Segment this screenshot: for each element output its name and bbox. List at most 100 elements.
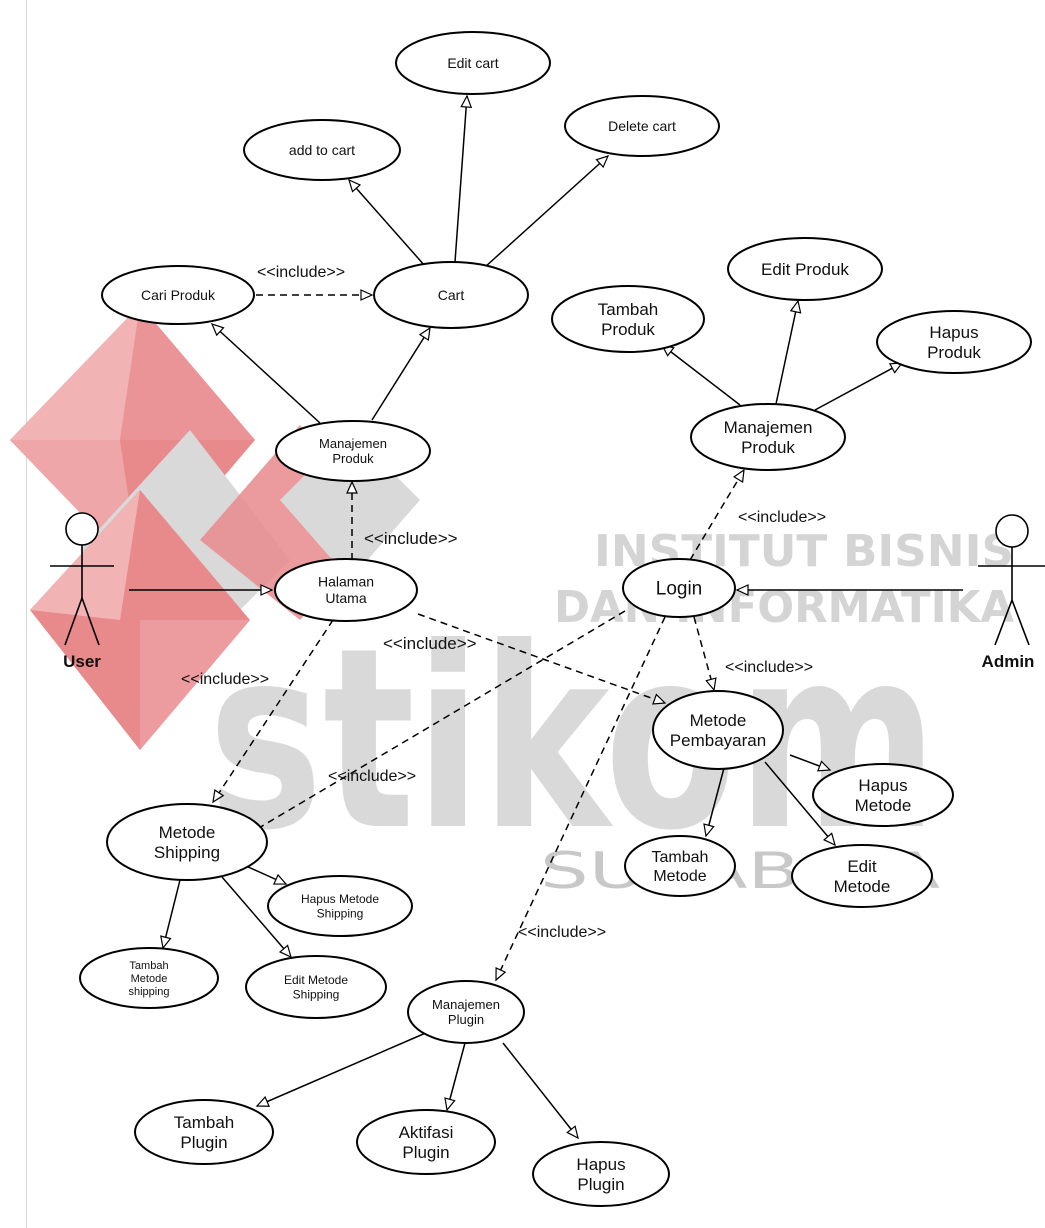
include-dependency: [417, 613, 667, 705]
actor-user-head-icon: [65, 512, 99, 546]
usecase-label: Edit cart: [447, 55, 498, 71]
usecase-label: Tambah: [174, 1113, 234, 1132]
association-line: [160, 879, 181, 950]
usecase-ellipse: [690, 403, 846, 471]
actor-admin-head-icon: [995, 514, 1029, 548]
usecase-ellipse: [532, 1141, 670, 1207]
include-label: <<include>>: [738, 509, 826, 526]
association-line: [814, 362, 904, 411]
usecase-label: Tambah: [652, 849, 709, 866]
association-line: [789, 754, 832, 772]
include-label: <<include>>: [328, 768, 416, 785]
usecase-ellipse: [356, 1109, 496, 1175]
usecase-ellipse: [101, 265, 255, 325]
usecase-label: Halaman: [318, 574, 374, 590]
usecase-ellipse: [564, 95, 720, 157]
usecase-ellipse: [812, 763, 954, 827]
usecase-label: Hapus Metode: [301, 892, 379, 906]
usecase-label: Pembayaran: [670, 731, 766, 750]
usecase-label: Metode: [159, 823, 216, 842]
include-labels: <<include>> <<include>> <<include>> <<inclu…: [181, 264, 826, 941]
association-line: [348, 178, 426, 267]
usecase-label: Metode: [131, 973, 168, 985]
usecase-label: Login: [656, 579, 703, 600]
association-line: [484, 155, 610, 268]
usecase-label: Metode: [834, 877, 891, 896]
usecase-label: Plugin: [448, 1012, 484, 1027]
association-line: [210, 323, 321, 424]
usecase-edit-produk: Edit Produk: [727, 237, 883, 301]
usecase-ellipse: [243, 119, 401, 181]
usecase-label: Metode: [690, 711, 747, 730]
usecase-ellipse: [407, 980, 525, 1044]
usecase-ellipse: [727, 237, 883, 301]
include-dependency: [245, 610, 626, 836]
actor-admin: [978, 514, 1045, 646]
usecase-ellipse: [106, 803, 268, 881]
usecase-cari-produk: Cari Produk: [101, 265, 255, 325]
actor-admin-label: Admin: [982, 652, 1035, 671]
usecase-label: Produk: [927, 343, 981, 362]
association-line: [775, 299, 802, 405]
usecase-label: Edit Produk: [761, 260, 849, 279]
usecase-cart: Cart: [373, 261, 529, 329]
include-label: <<include>>: [364, 529, 458, 548]
usecase-label: Utama: [325, 590, 366, 606]
usecase-label: Plugin: [402, 1143, 449, 1162]
usecase-ellipse: [876, 310, 1032, 374]
usecase-label: Tambah: [129, 960, 168, 972]
include-label: <<include>>: [383, 634, 477, 653]
association-line: [371, 326, 431, 421]
usecase-label: Manajemen: [432, 997, 500, 1012]
include-label: <<include>>: [257, 264, 345, 281]
include-dependency: [212, 619, 334, 804]
usecase-label: Shipping: [317, 906, 364, 920]
usecase-label: Aktifasi: [399, 1123, 454, 1142]
association-line: [660, 344, 741, 406]
include-label: <<include>>: [181, 671, 269, 688]
usecase-label: Produk: [741, 438, 795, 457]
usecase-ellipse: [275, 420, 431, 482]
include-dependency: [689, 468, 745, 561]
usecase-label: Metode: [855, 796, 912, 815]
include-dependency: [693, 616, 717, 692]
include-label: <<include>>: [518, 924, 606, 941]
usecase-label: Cart: [438, 287, 465, 303]
usecase-ellipse: [267, 875, 413, 937]
association-line: [703, 767, 725, 838]
usecase-label: Tambah: [598, 300, 658, 319]
usecase-label: Shipping: [293, 987, 340, 1001]
usecase-label: shipping: [129, 986, 170, 998]
usecase-ellipse: [134, 1099, 274, 1165]
usecase-edit-cart: Edit cart: [395, 31, 551, 95]
usecase-label: Produk: [332, 451, 374, 466]
association-line: [255, 1031, 429, 1107]
usecase-label: Cari Produk: [141, 287, 216, 303]
usecase-ellipse: [791, 844, 933, 908]
association-line: [764, 761, 836, 847]
usecase-label: Edit Metode: [284, 973, 348, 987]
usecase-ellipse: [395, 31, 551, 95]
usecase-label: Plugin: [180, 1133, 227, 1152]
actor-user-label: User: [63, 652, 101, 671]
usecase-ellipse: [79, 947, 219, 1009]
association-line: [221, 876, 292, 959]
usecase-ellipse: [622, 558, 736, 618]
actor-user: [50, 512, 114, 646]
usecase-label: Produk: [601, 320, 655, 339]
usecase-label: Shipping: [154, 843, 220, 862]
usecase-label: Manajemen: [724, 418, 813, 437]
